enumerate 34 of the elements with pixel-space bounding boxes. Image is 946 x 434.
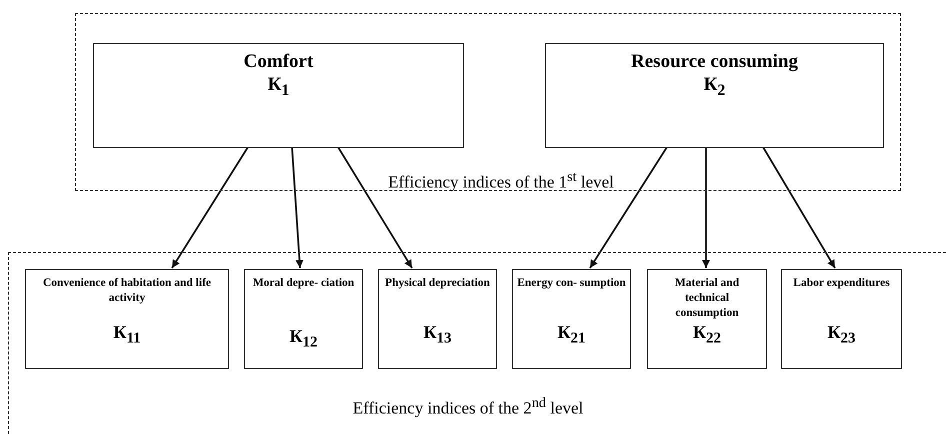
arrow — [589, 146, 668, 268]
criterion-title: Resource consuming — [631, 51, 798, 74]
index-symbol: К$_{2}$ — [704, 74, 726, 101]
arrow — [762, 146, 836, 268]
dashed-group-frame — [8, 252, 946, 434]
level-caption: Efficiency indices of the 1$^{st}$ level — [388, 169, 614, 193]
criterion-box — [545, 43, 884, 148]
index-symbol: К$_{11}$ — [112, 322, 142, 348]
arrow — [291, 146, 304, 268]
index-symbol: К$_{21}$ — [556, 322, 587, 348]
criterion-box — [93, 43, 464, 148]
index-name: Labor expenditures — [792, 276, 891, 291]
index-name: Convenience of habitation and life activity — [42, 276, 212, 306]
index-name: Moral depre- ciation — [252, 276, 356, 291]
index-box — [25, 269, 229, 369]
index-symbol: К$_{23}$ — [826, 322, 857, 348]
index-symbol: К$_{12}$ — [288, 326, 319, 352]
index-symbol: К$_{13}$ — [422, 322, 453, 348]
index-symbol: К$_{22}$ — [692, 322, 722, 348]
criterion-title: Comfort — [244, 51, 314, 74]
index-box — [244, 269, 363, 369]
index-name: Physical depreciation — [384, 276, 491, 291]
index-box — [378, 269, 497, 369]
level-caption: Efficiency indices of the 2$^{nd}$ level — [352, 395, 584, 419]
index-box — [512, 269, 631, 369]
arrow — [171, 146, 249, 268]
index-box — [781, 269, 902, 369]
arrow — [337, 146, 413, 268]
index-box — [647, 269, 767, 369]
arrow — [702, 147, 710, 268]
dashed-group-frame — [75, 13, 901, 191]
index-name: Energy con- sumption — [516, 276, 627, 291]
index-name: Material and technical consumption — [674, 276, 740, 321]
index-symbol: К$_{1}$ — [268, 74, 290, 101]
